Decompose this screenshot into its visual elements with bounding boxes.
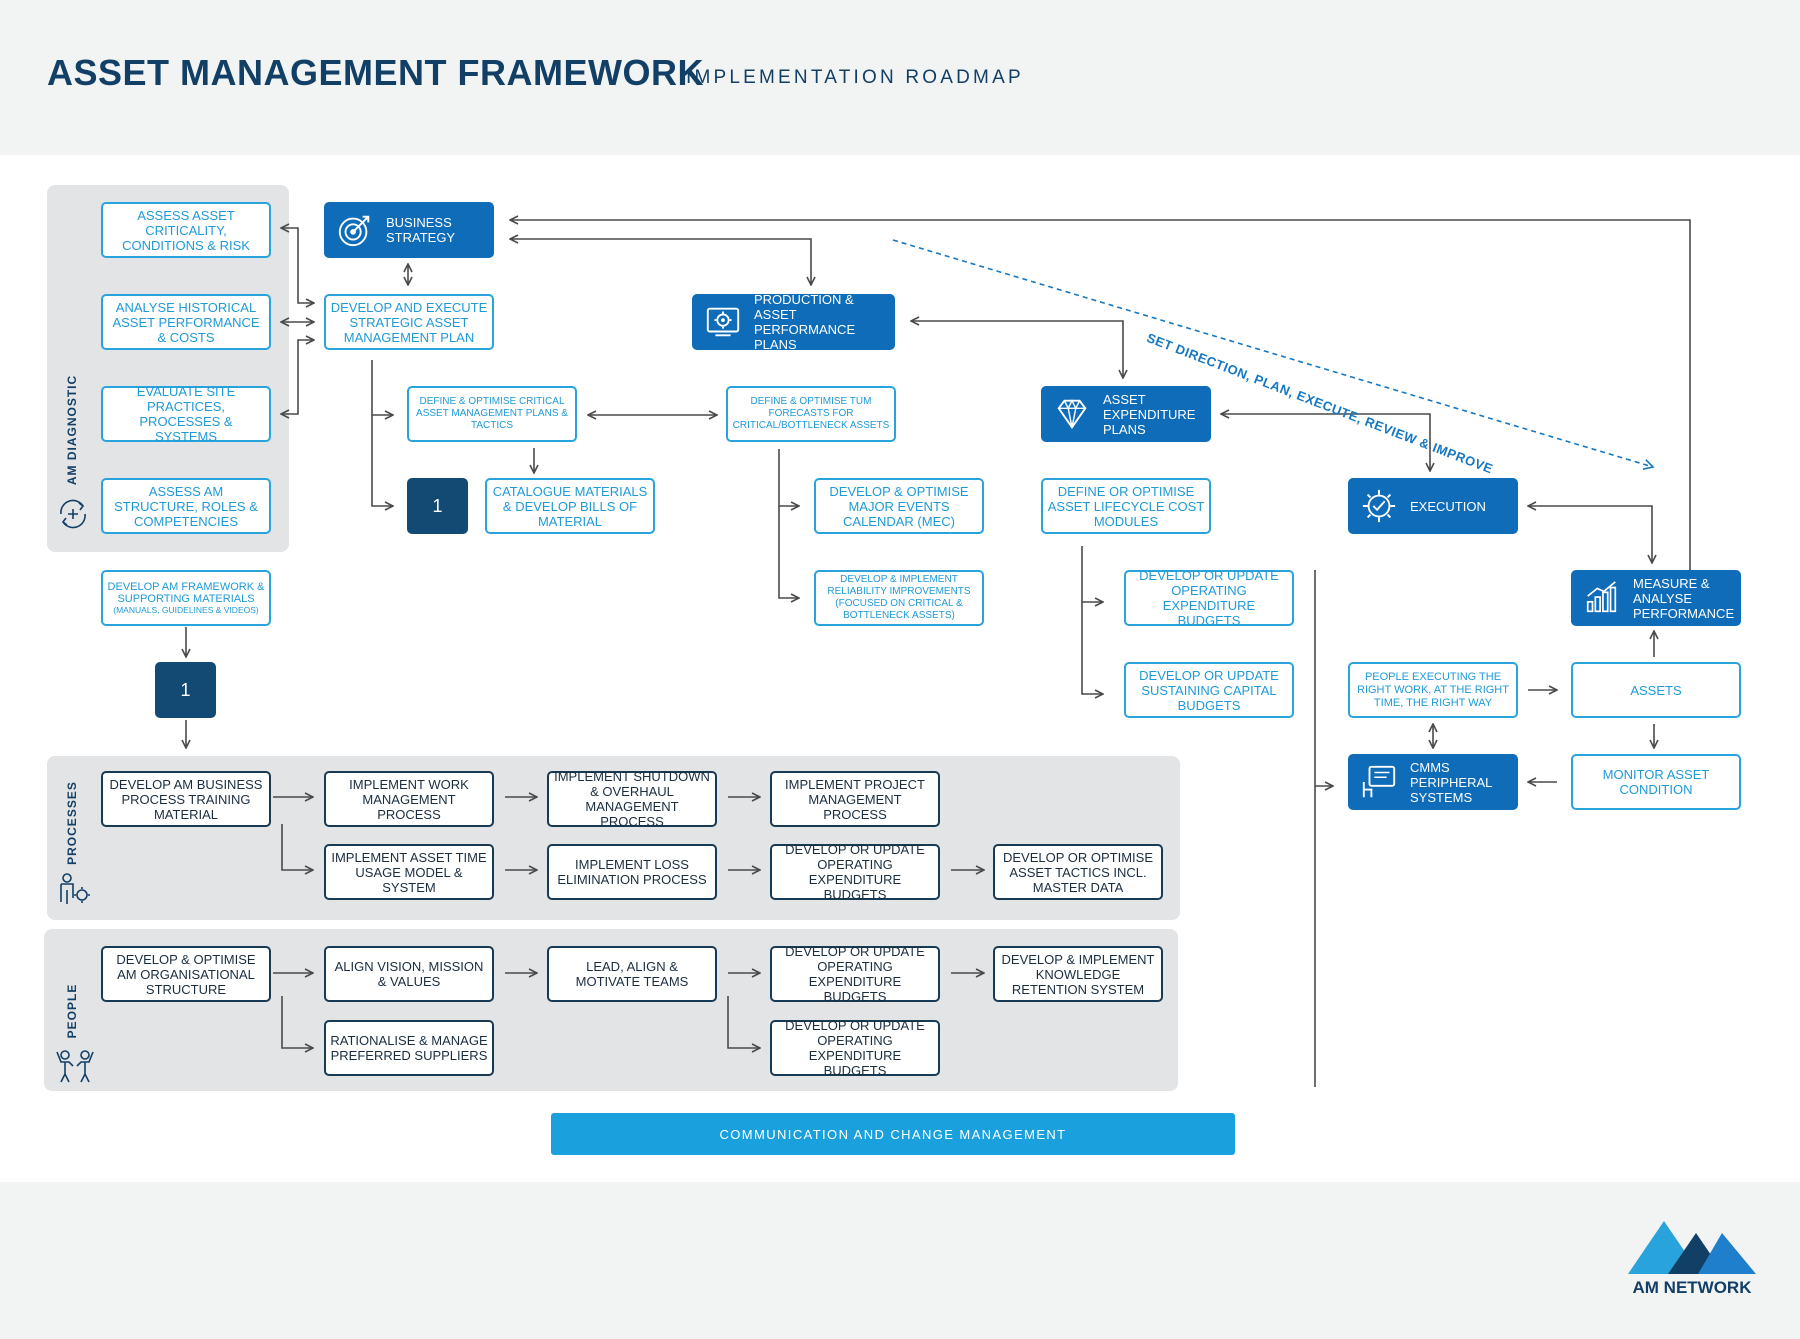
- people-executing-box[interactable]: PEOPLE EXECUTING THE RIGHT WORK, AT THE …: [1348, 662, 1518, 718]
- people-opex-budgets-box-2[interactable]: DEVELOP OR UPDATE OPERATING EXPENDITURE …: [770, 1018, 940, 1078]
- project-management-box[interactable]: IMPLEMENT PROJECT MANAGEMENT PROCESS: [770, 771, 940, 827]
- people-team-icon: [56, 1050, 94, 1083]
- production-plans-label: PRODUCTION & ASSET PERFORMANCE PLANS: [754, 292, 856, 352]
- page-title: ASSET MANAGEMENT FRAMEWORK: [47, 52, 704, 93]
- major-events-box[interactable]: DEVELOP & OPTIMISE MAJOR EVENTS CALENDAR…: [814, 478, 984, 534]
- define-critical-plans-box[interactable]: DEFINE & OPTIMISE CRITICAL ASSET MANAGEM…: [407, 386, 577, 442]
- expenditure-capital-budgets-box[interactable]: DEVELOP OR UPDATE SUSTAINING CAPITAL BUD…: [1124, 662, 1294, 718]
- loss-elimination-box[interactable]: IMPLEMENT LOSS ELIMINATION PROCESS: [547, 844, 717, 900]
- step-1-box-top[interactable]: 1: [407, 478, 468, 534]
- analyse-historical-box[interactable]: ANALYSE HISTORICAL ASSET PERFORMANCE & C…: [101, 294, 271, 350]
- business-strategy-label: BUSINESS STRATEGY: [386, 215, 456, 245]
- production-gear-icon: [706, 307, 740, 337]
- diamond-icon: [1057, 399, 1087, 429]
- monitor-condition-box[interactable]: MONITOR ASSET CONDITION: [1571, 754, 1741, 810]
- chart-growth-icon: [1586, 581, 1617, 613]
- training-material-box[interactable]: DEVELOP AM BUSINESS PROCESS TRAINING MAT…: [101, 771, 271, 827]
- cmms-system-icon: [1362, 765, 1396, 798]
- execution-gear-check-icon: [1362, 489, 1396, 523]
- cmms-box[interactable]: CMMS PERIPHERAL SYSTEMS: [1348, 754, 1518, 810]
- align-vision-box[interactable]: ALIGN VISION, MISSION & VALUES: [324, 946, 494, 1002]
- knowledge-retention-box[interactable]: DEVELOP & IMPLEMENT KNOWLEDGE RETENTION …: [993, 946, 1163, 1002]
- business-strategy-box[interactable]: BUSINESS STRATEGY: [324, 202, 494, 258]
- reliability-box[interactable]: DEVELOP & IMPLEMENT RELIABILITY IMPROVEM…: [814, 570, 984, 626]
- assess-structure-box[interactable]: ASSESS AM STRUCTURE, ROLES & COMPETENCIE…: [101, 478, 271, 534]
- diagnostic-cycle-icon: [60, 499, 86, 529]
- processes-opex-budgets-box[interactable]: DEVELOP OR UPDATE OPERATING EXPENDITURE …: [770, 842, 940, 902]
- assess-criticality-box[interactable]: ASSESS ASSET CRITICALITY, CONDITIONS & R…: [101, 202, 271, 258]
- lead-teams-box[interactable]: LEAD, ALIGN & MOTIVATE TEAMS: [547, 946, 717, 1002]
- target-icon: [338, 215, 370, 247]
- cmms-label: CMMS PERIPHERAL SYSTEMS: [1410, 759, 1492, 805]
- develop-execute-plan-box[interactable]: DEVELOP AND EXECUTE STRATEGIC ASSET MANA…: [324, 294, 494, 350]
- production-plans-box[interactable]: PRODUCTION & ASSET PERFORMANCE PLANS: [692, 292, 895, 352]
- asset-tactics-box[interactable]: DEVELOP OR OPTIMISE ASSET TACTICS INCL. …: [993, 844, 1163, 900]
- develop-framework-label: DEVELOP AM FRAMEWORK & SUPPORTING MATERI…: [107, 581, 265, 605]
- step-1-box-framework[interactable]: 1: [155, 662, 216, 718]
- communication-banner: COMMUNICATION AND CHANGE MANAGEMENT: [551, 1113, 1235, 1155]
- execution-label: EXECUTION: [1410, 498, 1486, 514]
- am-network-logo: [1628, 1221, 1756, 1274]
- assets-box[interactable]: ASSETS: [1571, 662, 1741, 718]
- work-management-box[interactable]: IMPLEMENT WORK MANAGEMENT PROCESS: [324, 771, 494, 827]
- develop-framework-note: (MANUALS, GUIDELINES & VIDEOS): [113, 605, 259, 615]
- execution-box[interactable]: EXECUTION: [1348, 478, 1518, 534]
- asset-expenditure-plans-label: ASSET EXPENDITURE PLANS: [1103, 391, 1196, 437]
- org-structure-box[interactable]: DEVELOP & OPTIMISE AM ORGANISATIONAL STR…: [101, 946, 271, 1002]
- header: ASSET MANAGEMENT FRAMEWORK IMPLEMENTATIO…: [0, 0, 1800, 155]
- processes-gears-icon: [60, 873, 90, 904]
- suppliers-box[interactable]: RATIONALISE & MANAGE PREFERRED SUPPLIERS: [324, 1020, 494, 1076]
- catalogue-materials-box[interactable]: CATALOGUE MATERIALS & DEVELOP BILLS OF M…: [485, 478, 655, 534]
- measure-performance-box[interactable]: MEASURE & ANALYSE PERFORMANCE: [1571, 570, 1741, 626]
- page-subtitle: IMPLEMENTATION ROADMAP: [686, 67, 1024, 88]
- evaluate-site-box[interactable]: EVALUATE SITE PRACTICES, PROCESSES & SYS…: [101, 384, 271, 444]
- people-opex-budgets-box-1[interactable]: DEVELOP OR UPDATE OPERATING EXPENDITURE …: [770, 944, 940, 1004]
- time-usage-box[interactable]: IMPLEMENT ASSET TIME USAGE MODEL & SYSTE…: [324, 844, 494, 900]
- shutdown-box[interactable]: IMPLEMENT SHUTDOWN & OVERHAUL MANAGEMENT…: [547, 769, 717, 829]
- expenditure-opex-budgets-box[interactable]: DEVELOP OR UPDATE OPERATING EXPENDITURE …: [1124, 568, 1294, 628]
- define-tum-box[interactable]: DEFINE & OPTIMISE TUM FORECASTS FOR CRIT…: [726, 386, 896, 442]
- footer: [0, 1182, 1800, 1339]
- lifecycle-cost-box[interactable]: DEFINE OR OPTIMISE ASSET LIFECYCLE COST …: [1041, 478, 1211, 534]
- am-network-logo-text: AM NETWORK: [1632, 1278, 1752, 1297]
- asset-expenditure-plans-box[interactable]: ASSET EXPENDITURE PLANS: [1041, 386, 1211, 442]
- develop-framework-box[interactable]: DEVELOP AM FRAMEWORK & SUPPORTING MATERI…: [101, 570, 271, 626]
- measure-performance-label: MEASURE & ANALYSE PERFORMANCE: [1633, 575, 1735, 621]
